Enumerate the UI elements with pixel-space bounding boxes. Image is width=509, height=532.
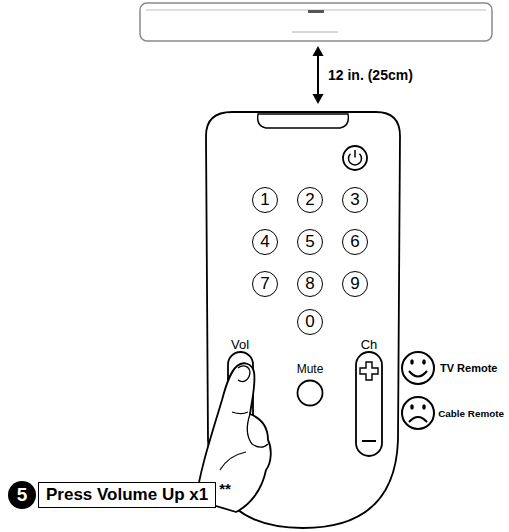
step-box: Press Volume Up x1 bbox=[38, 482, 216, 508]
node-text: 8 bbox=[305, 274, 314, 294]
button-label: Vol bbox=[231, 337, 249, 352]
distance-arrow bbox=[313, 46, 324, 104]
node-text: Press Volume Up x1 bbox=[46, 485, 208, 504]
number-button: 8 bbox=[297, 271, 323, 297]
node-text: 1 bbox=[260, 190, 269, 210]
node-text: 0 bbox=[305, 312, 314, 332]
soundbar-logo bbox=[308, 10, 324, 13]
arrow-head bbox=[313, 94, 324, 104]
node-text: 9 bbox=[350, 274, 359, 294]
node-text: 5 bbox=[305, 232, 314, 252]
footnote-mark: ** bbox=[219, 480, 231, 497]
minus-sign bbox=[362, 440, 376, 442]
knuckle-crease bbox=[247, 414, 252, 444]
fingernail bbox=[238, 366, 250, 382]
number-button: 0 bbox=[297, 309, 323, 335]
smile bbox=[409, 371, 427, 377]
node-text: 7 bbox=[260, 274, 269, 294]
number-button: 4 bbox=[252, 229, 278, 255]
node-text: 6 bbox=[350, 232, 359, 252]
power-button bbox=[343, 146, 367, 170]
arrow-head bbox=[313, 46, 324, 56]
node-text: 4 bbox=[260, 232, 269, 252]
dimension-label: 12 in. (25cm) bbox=[328, 67, 413, 83]
plus-sign bbox=[360, 362, 378, 380]
soundbar-grille bbox=[292, 32, 338, 33]
soundbar bbox=[140, 3, 492, 41]
remote-window bbox=[258, 114, 349, 128]
button-label: Mute bbox=[297, 362, 324, 376]
legend-text: TV Remote bbox=[440, 362, 497, 374]
knuckle-crease bbox=[232, 412, 248, 414]
face-eye bbox=[422, 404, 426, 410]
channel-rocker bbox=[356, 352, 382, 456]
number-button: 2 bbox=[297, 187, 323, 213]
node-text: 2 bbox=[305, 190, 314, 210]
number-button: 6 bbox=[342, 229, 368, 255]
number-button: 5 bbox=[297, 229, 323, 255]
soundbar-body bbox=[140, 3, 492, 41]
step-number: 5 bbox=[8, 481, 36, 509]
finger-line bbox=[220, 452, 246, 470]
mute-button bbox=[298, 381, 323, 406]
number-button: 1 bbox=[252, 187, 278, 213]
button-label: Ch bbox=[361, 337, 378, 352]
number-button: 7 bbox=[252, 271, 278, 297]
power-icon bbox=[354, 150, 356, 158]
number-button: 3 bbox=[342, 187, 368, 213]
faces bbox=[402, 352, 434, 429]
frown bbox=[409, 417, 427, 422]
arrow-shaft bbox=[317, 52, 319, 98]
knuckle-crease bbox=[252, 444, 268, 447]
face-eye bbox=[410, 359, 414, 365]
frowny-face bbox=[402, 397, 434, 429]
face-eye bbox=[422, 359, 426, 365]
node-text: 3 bbox=[350, 190, 359, 210]
smiley-face bbox=[402, 352, 434, 384]
face-eye bbox=[410, 404, 414, 410]
node-text: 5 bbox=[17, 484, 28, 506]
number-button: 9 bbox=[342, 271, 368, 297]
legend-text: Cable Remote bbox=[438, 408, 504, 419]
